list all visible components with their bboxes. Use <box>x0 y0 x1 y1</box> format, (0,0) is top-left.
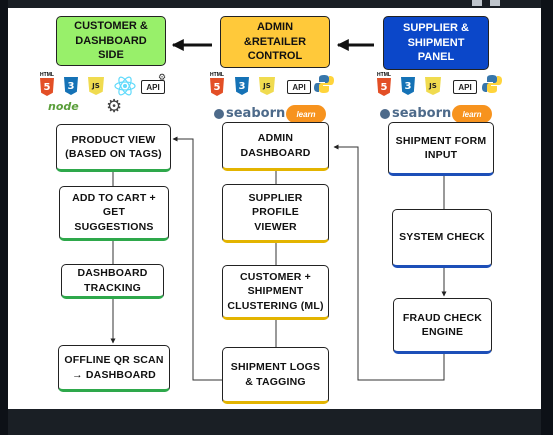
html5-icon: 5 <box>210 78 224 96</box>
edge-logs-to-product-view <box>172 136 222 381</box>
python-logo <box>314 74 334 94</box>
node-clustering-ml-label: CUSTOMER + SHIPMENT CLUSTERING (ML) <box>227 271 324 312</box>
sklearn-logo: learn <box>452 105 492 123</box>
css3-icon: 3 <box>401 77 415 95</box>
node-fraud-check-engine: FRAUD CHECK ENGINE <box>393 298 492 354</box>
seaborn-logo: seaborn <box>214 106 285 121</box>
api-gear-icon: ⚙ <box>158 72 167 82</box>
node-supplier-profile-viewer: SUPPLIER PROFILE VIEWER <box>222 184 329 243</box>
python-icon <box>314 75 334 93</box>
html5-caption: HTML <box>40 72 54 78</box>
sklearn-icon: learn <box>452 105 492 123</box>
node-product-view-label: PRODUCT VIEW (BASED ON TAGS) <box>65 133 162 160</box>
sklearn-logo: learn <box>286 105 326 123</box>
connector-lines <box>110 39 447 381</box>
node-dashboard-tracking: DASHBOARD TRACKING <box>61 264 164 299</box>
html5-logo: HTML 5 <box>40 72 54 96</box>
api-logo: API <box>141 80 165 94</box>
python-logo <box>482 74 502 94</box>
node-system-check: SYSTEM CHECK <box>392 209 492 268</box>
react-icon <box>114 76 136 96</box>
node-admin-dashboard-label: ADMIN DASHBOARD <box>240 132 311 159</box>
node-shipment-form-input: SHIPMENT FORM INPUT <box>388 122 494 176</box>
react-logo <box>114 75 136 97</box>
node-add-to-cart-label: ADD TO CART + GET SUGGESTIONS <box>72 192 156 233</box>
node-system-check-label: SYSTEM CHECK <box>399 231 485 244</box>
html5-caption: HTML <box>377 72 391 78</box>
css3-logo: 3 <box>401 77 415 95</box>
customer-dashboard-panel-header: CUSTOMER & DASHBOARD SIDE <box>56 16 166 66</box>
js-logo: JS <box>88 77 104 95</box>
gear-icon: ⚙ <box>106 96 123 116</box>
api-icon: API <box>287 80 311 94</box>
js-logo: JS <box>259 77 275 95</box>
customer-panel-title: CUSTOMER & DASHBOARD SIDE <box>74 19 148 62</box>
node-add-to-cart: ADD TO CART + GET SUGGESTIONS <box>59 186 169 241</box>
node-admin-dashboard: ADMIN DASHBOARD <box>222 122 329 171</box>
node-product-view: PRODUCT VIEW (BASED ON TAGS) <box>56 124 171 172</box>
supplier-panel-title: SUPPLIER & SHIPMENT PANEL <box>402 21 469 64</box>
js-icon: JS <box>425 77 441 95</box>
seaborn-text: seaborn <box>226 106 286 121</box>
node-offline-qr-scan-label: OFFLINE QR SCAN → DASHBOARD <box>64 354 164 381</box>
nodejs-logo: node <box>48 100 79 113</box>
top-right-corner-badges <box>472 0 512 6</box>
edge-fraud-to-admin-dashboard <box>333 144 445 381</box>
node-dashboard-tracking-label: DASHBOARD TRACKING <box>77 267 148 294</box>
node-clustering-ml: CUSTOMER + SHIPMENT CLUSTERING (ML) <box>222 265 329 320</box>
html5-icon: 5 <box>40 78 54 96</box>
css3-icon: 3 <box>235 77 249 95</box>
html5-logo: HTML 5 <box>377 72 391 96</box>
api-logo: API <box>453 80 477 94</box>
html5-logo: HTML 5 <box>210 72 224 96</box>
css3-logo: 3 <box>64 77 78 95</box>
api-logo: API <box>287 80 311 94</box>
html5-icon: 5 <box>377 78 391 96</box>
js-icon: JS <box>259 77 275 95</box>
top-dark-strip <box>8 0 541 8</box>
admin-retailer-panel-header: ADMIN &RETAILER CONTROL <box>220 16 330 68</box>
node-shipment-form-input-label: SHIPMENT FORM INPUT <box>395 134 487 161</box>
python-icon <box>482 75 502 93</box>
seaborn-logo: seaborn <box>380 106 451 121</box>
sklearn-icon: learn <box>286 105 326 123</box>
node-offline-qr-scan: OFFLINE QR SCAN → DASHBOARD <box>58 345 170 392</box>
api-icon: API <box>453 80 477 94</box>
node-fraud-check-engine-label: FRAUD CHECK ENGINE <box>402 311 483 338</box>
css3-logo: 3 <box>235 77 249 95</box>
nodejs-icon: node <box>48 100 79 113</box>
js-icon: JS <box>88 77 104 95</box>
html5-caption: HTML <box>210 72 224 78</box>
node-shipment-logs: SHIPMENT LOGS & TAGGING <box>222 347 329 404</box>
seaborn-text: seaborn <box>392 106 452 121</box>
api-icon: API <box>141 80 165 94</box>
diagram-canvas: CUSTOMER & DASHBOARD SIDE ADMIN &RETAILE… <box>8 8 541 409</box>
node-shipment-logs-label: SHIPMENT LOGS & TAGGING <box>230 361 321 388</box>
admin-panel-title: ADMIN &RETAILER CONTROL <box>243 20 307 63</box>
node-supplier-profile-viewer-label: SUPPLIER PROFILE VIEWER <box>248 192 303 233</box>
css3-icon: 3 <box>64 77 78 95</box>
js-logo: JS <box>425 77 441 95</box>
bottom-dark-strip <box>8 409 541 435</box>
supplier-shipment-panel-header: SUPPLIER & SHIPMENT PANEL <box>383 16 489 70</box>
